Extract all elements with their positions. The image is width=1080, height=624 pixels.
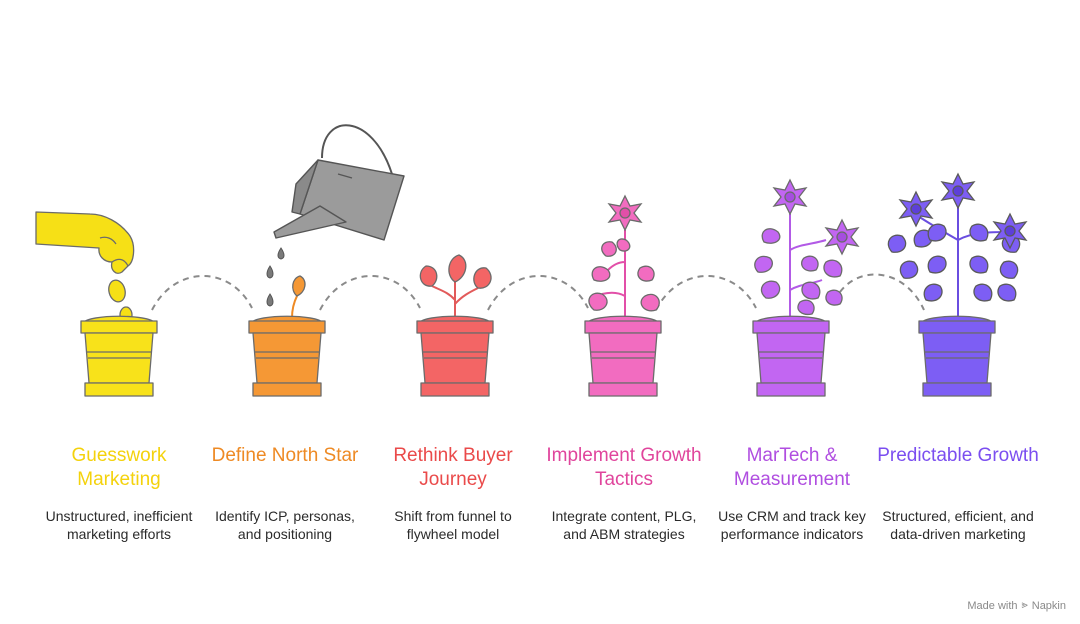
connector-4 — [655, 275, 757, 311]
flower-pot-icon — [918, 315, 996, 397]
hand-dropping-seeds-icon — [35, 211, 135, 324]
stage-5-title: MarTech & Measurement — [733, 445, 851, 490]
flower-pot-icon — [584, 315, 662, 397]
stage-4-title: Implement Growth Tactics — [546, 445, 702, 490]
flower-pot-icon — [752, 315, 830, 397]
full-grown-plant-icon — [887, 172, 1028, 318]
flowering-plant-icon — [588, 194, 660, 318]
stage-2-description: Identify ICP, personas, and positioning — [215, 508, 355, 542]
flower-icon — [940, 172, 976, 210]
flower-pot-icon — [416, 315, 494, 397]
flower-icon — [772, 178, 808, 216]
blooming-plant-icon — [754, 178, 860, 318]
connector-3 — [487, 275, 589, 311]
watering-can-icon — [273, 124, 405, 241]
brand-name: Napkin — [1031, 599, 1066, 612]
made-with-label: Made with — [967, 599, 1018, 612]
flower-pot-icon — [80, 315, 158, 397]
connector-5 — [839, 273, 925, 311]
stage-5-description: Use CRM and track key performance indica… — [718, 508, 866, 542]
water-drops-icon — [266, 247, 285, 307]
napkin-logo-icon: ⪢ — [1021, 599, 1028, 611]
flower-icon — [824, 218, 860, 256]
stage-3-description: Shift from funnel to flywheel model — [394, 508, 512, 542]
stage-2-title: Define North Star — [211, 445, 359, 466]
connector-1 — [151, 275, 253, 311]
stage-3-title: Rethink Buyer Journey — [393, 445, 513, 490]
flower-icon — [992, 212, 1028, 250]
flower-icon — [898, 190, 934, 228]
made-with-footer[interactable]: Made with ⪢ Napkin — [967, 599, 1066, 612]
seedling-icon — [419, 254, 492, 318]
sprout-icon — [291, 275, 306, 319]
flower-icon — [607, 194, 643, 232]
dashed-connectors — [151, 273, 925, 311]
connector-2 — [319, 275, 421, 311]
stage-6-title: Predictable Growth — [877, 445, 1039, 466]
pots-group — [80, 315, 996, 397]
stage-1-title: Guesswork Marketing — [71, 445, 167, 490]
stage-1-description: Unstructured, inefficient marketing effo… — [45, 508, 193, 542]
flower-pot-icon — [248, 315, 326, 397]
stage-6-description: Structured, efficient, and data-driven m… — [882, 508, 1034, 542]
stage-4-description: Integrate content, PLG, and ABM strategi… — [551, 508, 697, 542]
